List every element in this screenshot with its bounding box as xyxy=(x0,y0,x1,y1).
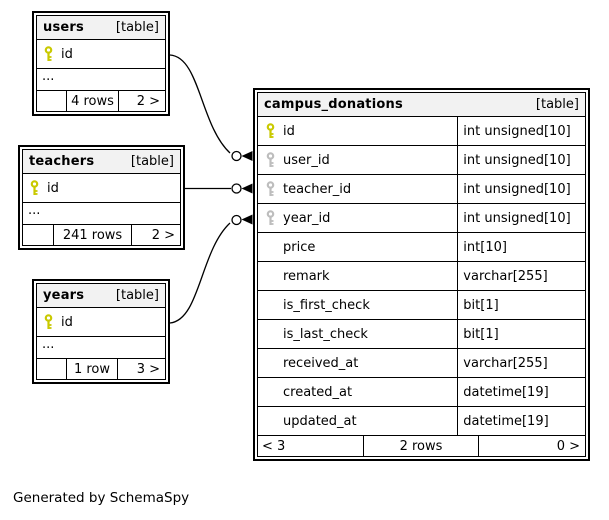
zero-one-circle-icon xyxy=(231,150,242,162)
column-row: is_first_check bit[1] xyxy=(256,290,586,320)
crow-arrow-icon xyxy=(241,183,253,194)
ellipsis-row: ... xyxy=(36,336,166,359)
column-row: is_last_check bit[1] xyxy=(256,319,586,349)
table-footer: 241 rows 2 > xyxy=(22,224,181,246)
column-type: bit[1] xyxy=(463,297,499,313)
column-type: datetime[19] xyxy=(463,384,549,400)
table-tag: [table] xyxy=(115,288,159,303)
table-name[interactable]: teachers xyxy=(29,154,95,169)
column-type: datetime[19] xyxy=(463,413,549,429)
table-header: users [table] xyxy=(36,15,166,40)
table-name[interactable]: years xyxy=(43,288,85,303)
column-type: varchar[255] xyxy=(463,355,548,371)
ellipsis-label: ... xyxy=(42,69,55,84)
column-type: int unsigned[10] xyxy=(463,181,571,197)
foreign-key-icon xyxy=(264,181,283,197)
children-link[interactable]: 2 > xyxy=(151,227,175,243)
children-link[interactable]: 2 > xyxy=(136,93,160,109)
crow-arrow-icon xyxy=(241,151,253,161)
column-name: id xyxy=(61,46,73,62)
table-tag: [table] xyxy=(130,154,174,169)
column-name: year_id xyxy=(283,210,331,226)
column-name: created_at xyxy=(283,384,353,400)
connector-teachers-to-teacher-id xyxy=(185,183,253,194)
parents-link xyxy=(37,91,66,111)
column-row: id xyxy=(36,307,166,337)
column-row: received_at varchar[255] xyxy=(256,348,586,378)
column-row: id xyxy=(22,173,181,203)
foreign-key-icon xyxy=(264,152,283,168)
column-name: teacher_id xyxy=(283,181,352,197)
column-row: year_id int unsigned[10] xyxy=(256,203,586,233)
column-type: bit[1] xyxy=(463,326,499,342)
column-name: updated_at xyxy=(283,413,357,429)
column-name: id xyxy=(47,180,59,196)
row-count: 4 rows xyxy=(66,91,119,111)
zero-one-circle-icon xyxy=(231,183,242,194)
column-name: remark xyxy=(283,268,330,284)
foreign-key-icon xyxy=(264,210,283,226)
primary-key-icon xyxy=(42,314,61,330)
table-footer: 4 rows 2 > xyxy=(36,90,166,112)
primary-key-icon xyxy=(42,46,61,62)
column-type: int unsigned[10] xyxy=(463,152,571,168)
table-name[interactable]: users xyxy=(43,20,84,35)
primary-key-icon xyxy=(264,123,283,139)
column-type: int[10] xyxy=(463,239,507,255)
connector-years-to-year-id xyxy=(169,214,253,324)
column-name: received_at xyxy=(283,355,359,371)
children-link[interactable]: 0 > xyxy=(556,438,580,454)
parents-link[interactable]: < 3 xyxy=(262,438,286,454)
table-teachers: teachers [table] id ... 241 rows xyxy=(18,145,185,250)
parents-link xyxy=(37,359,66,379)
column-row: teacher_id int unsigned[10] xyxy=(256,174,586,204)
column-row: created_at datetime[19] xyxy=(256,377,586,407)
ellipsis-row: ... xyxy=(22,202,181,225)
column-row: id int unsigned[10] xyxy=(256,116,586,146)
table-footer: < 3 2 rows 0 > xyxy=(257,435,586,457)
table-tag: [table] xyxy=(535,97,579,112)
ellipsis-label: ... xyxy=(28,203,41,218)
ellipsis-row: ... xyxy=(36,68,166,91)
table-tag: [table] xyxy=(115,20,159,35)
column-row: price int[10] xyxy=(256,232,586,262)
row-count: 2 rows xyxy=(363,436,479,456)
connector-users-to-user-id xyxy=(169,54,253,162)
children-link[interactable]: 3 > xyxy=(136,361,160,377)
table-header: campus_donations [table] xyxy=(257,92,586,117)
column-row: user_id int unsigned[10] xyxy=(256,145,586,175)
table-header: teachers [table] xyxy=(22,149,181,174)
column-name: is_last_check xyxy=(283,326,368,342)
primary-key-icon xyxy=(28,180,47,196)
generated-by-credit: Generated by SchemaSpy xyxy=(13,490,190,506)
table-footer: 1 row 3 > xyxy=(36,358,166,380)
column-name: is_first_check xyxy=(283,297,370,313)
parents-link xyxy=(23,225,53,245)
column-name: user_id xyxy=(283,152,330,168)
table-header: years [table] xyxy=(36,283,166,308)
column-name: id xyxy=(283,123,295,139)
column-row: remark varchar[255] xyxy=(256,261,586,291)
crow-arrow-icon xyxy=(241,214,253,225)
column-type: int unsigned[10] xyxy=(463,210,571,226)
table-years: years [table] id ... 1 row 3 xyxy=(32,279,170,384)
row-count: 241 rows xyxy=(53,225,132,245)
table-campus-donations: campus_donations [table] id int unsigned[… xyxy=(253,88,590,461)
column-type: varchar[255] xyxy=(463,268,548,284)
table-name[interactable]: campus_donations xyxy=(264,97,403,112)
ellipsis-label: ... xyxy=(42,337,55,352)
column-row: updated_at datetime[19] xyxy=(256,406,586,436)
zero-one-circle-icon xyxy=(231,214,242,226)
table-users: users [table] id ... 4 rows xyxy=(32,11,170,116)
column-name: id xyxy=(61,314,73,330)
column-type: int unsigned[10] xyxy=(463,123,571,139)
column-name: price xyxy=(283,239,316,255)
row-count: 1 row xyxy=(66,359,118,379)
column-row: id xyxy=(36,39,166,69)
